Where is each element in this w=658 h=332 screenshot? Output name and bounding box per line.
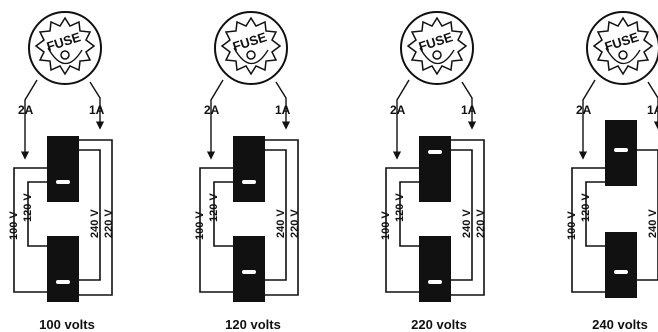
voltage-label-240v: 240 V — [89, 209, 101, 238]
arrow-1a — [275, 81, 291, 130]
fuse-clip-upper — [419, 136, 451, 202]
voltage-label-120v: 120 V — [394, 193, 406, 222]
voltage-label-220v: 220 V — [103, 209, 115, 238]
fuse-clip-lower — [605, 232, 637, 298]
panel-220-volts: FUSE 2A 1A 100 V 120 V 240 V 220 V 220 v… — [380, 11, 487, 332]
amp-label-1a: 1A — [461, 103, 477, 117]
panel-240-volts: FUSE 2A 1A 100 V 120 V 240 V 240 volts — [566, 11, 658, 332]
fuse-holder-icon: FUSE — [214, 11, 288, 85]
voltage-label-120v: 120 V — [580, 193, 592, 222]
selector-wiring — [385, 139, 485, 296]
arrow-2a — [206, 79, 224, 160]
fuse-holder-icon: FUSE — [400, 11, 474, 85]
arrow-2a — [392, 79, 410, 160]
amp-label-2a: 2A — [576, 103, 592, 117]
amp-label-2a: 2A — [204, 103, 220, 117]
fuse-clip-lower — [419, 236, 451, 302]
selector-wiring — [571, 149, 658, 293]
arrow-2a — [578, 79, 596, 160]
voltage-label-220v: 220 V — [475, 209, 487, 238]
caption-120-volts: 120 volts — [225, 317, 281, 332]
amp-label-1a: 1A — [647, 103, 658, 117]
selector-wiring — [199, 139, 299, 296]
voltage-label-220v: 220 V — [289, 209, 301, 238]
panel-100-volts: FUSE 2A 1A 100 V 120 V 240 V 220 V 100 v… — [8, 11, 115, 332]
amp-label-2a: 2A — [18, 103, 34, 117]
voltage-label-100v: 100 V — [8, 211, 20, 240]
amp-label-2a: 2A — [390, 103, 406, 117]
voltage-label-120v: 120 V — [208, 193, 220, 222]
voltage-label-100v: 100 V — [194, 211, 206, 240]
fuse-clip-upper — [605, 120, 637, 186]
arrow-1a — [647, 81, 658, 130]
arrow-1a — [461, 81, 477, 130]
fuse-holder-icon: FUSE — [586, 11, 658, 85]
selector-wiring — [13, 139, 113, 296]
fuse-clip-lower — [233, 236, 265, 302]
amp-label-1a: 1A — [89, 103, 105, 117]
fuse-clip-upper — [47, 136, 79, 202]
amp-label-1a: 1A — [275, 103, 291, 117]
voltage-label-240v: 240 V — [275, 209, 287, 238]
fuse-clip-lower — [47, 236, 79, 302]
voltage-label-240v: 240 V — [461, 209, 473, 238]
caption-240-volts: 240 volts — [592, 317, 648, 332]
caption-100-volts: 100 volts — [39, 317, 95, 332]
arrow-2a — [20, 79, 38, 160]
panel-120-volts: FUSE 2A 1A 100 V 120 V 240 V 220 V 120 v… — [194, 11, 301, 332]
voltage-label-100v: 100 V — [380, 211, 392, 240]
caption-220-volts: 220 volts — [411, 317, 467, 332]
voltage-label-120v: 120 V — [22, 193, 34, 222]
arrow-1a — [89, 81, 105, 130]
fuse-holder-icon: FUSE — [28, 11, 102, 85]
voltage-label-240v: 240 V — [647, 209, 658, 238]
voltage-label-100v: 100 V — [566, 211, 578, 240]
fuse-clip-upper — [233, 136, 265, 202]
